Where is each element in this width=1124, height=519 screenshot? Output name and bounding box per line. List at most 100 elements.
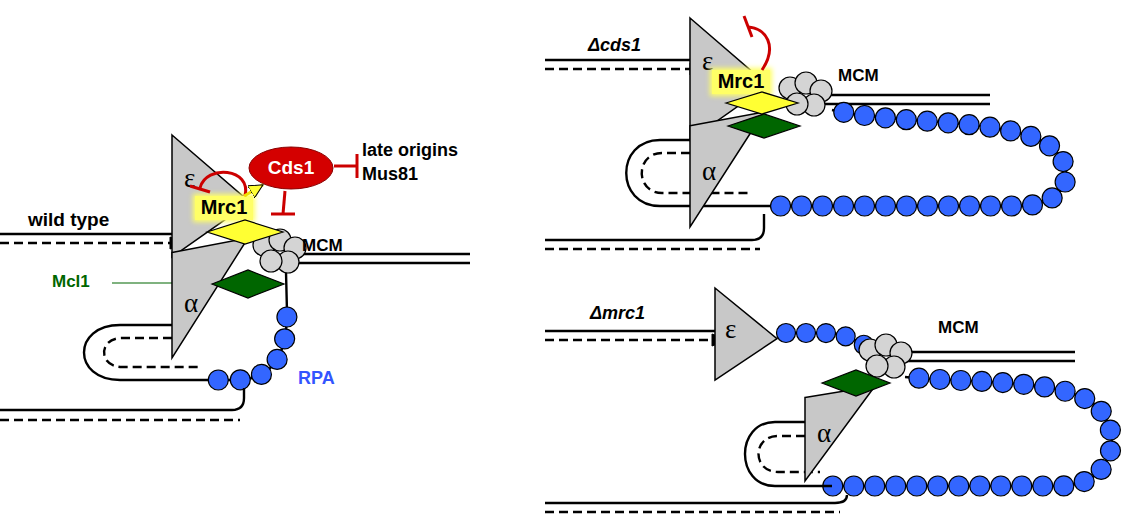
subunit-label: α: [702, 156, 716, 187]
rpa-bead: [816, 324, 835, 343]
triangle-outline: [690, 112, 764, 227]
rpa-bead: [813, 196, 833, 216]
rpa-bead: [930, 369, 950, 389]
rpa-bead: [844, 476, 864, 496]
mcm-ring: [883, 356, 905, 378]
rpa-bead: [855, 106, 875, 126]
mcm-ring: [277, 251, 299, 273]
rpa-bead: [792, 196, 812, 216]
triangle-outline: [805, 386, 875, 481]
rpa-bead: [896, 110, 916, 130]
parental-duplex: [905, 351, 1075, 353]
panel-title: wild type: [28, 209, 109, 231]
mcm-ring: [779, 77, 801, 99]
leading-template: [545, 59, 702, 61]
rpa-bead: [1100, 420, 1120, 440]
rpa-bead: [771, 196, 791, 216]
rpa-bead: [917, 111, 937, 131]
parental-duplex: [905, 360, 1075, 362]
protein-name: Cds1: [248, 157, 334, 179]
rpa-bead: [959, 115, 979, 135]
rpa-bead: [208, 370, 228, 390]
rpa-bead: [907, 476, 927, 496]
mcm-ring: [803, 94, 825, 116]
rpa-bead: [1074, 472, 1094, 492]
panel-title: Δcds1: [588, 35, 641, 56]
rpa-bead: [834, 196, 854, 216]
rpa-bead: [1022, 195, 1042, 215]
lagging-duplex: [545, 495, 847, 503]
rpa-bead: [886, 476, 906, 496]
rpa-bead: [267, 349, 287, 369]
inhibition-bar: [744, 16, 752, 37]
target-label: Mus81: [362, 164, 418, 185]
mcm-ring: [253, 234, 275, 256]
rpa-bead: [875, 108, 895, 128]
leading-strand: [545, 339, 712, 341]
protein-name: Mrc1: [712, 70, 770, 93]
rpa-bead: [251, 364, 271, 384]
rpa-bead: [855, 196, 875, 216]
rpa-bead: [777, 324, 796, 343]
rpa-bead: [960, 196, 980, 216]
rpa-strand: [832, 377, 1112, 486]
leading-template: [0, 233, 180, 235]
rpa-bead: [993, 373, 1013, 393]
inhibition-line: [283, 191, 285, 214]
lagging-duplex: [545, 248, 760, 250]
lagging-duplex: [0, 388, 244, 410]
rpa-bead: [876, 196, 896, 216]
rpa-bead: [949, 476, 969, 496]
triangle-outline: [715, 288, 777, 380]
rpa-bead: [1012, 476, 1032, 496]
panel-title: Δmrc1: [590, 303, 645, 324]
mcm-ring: [795, 72, 817, 94]
mcm-ring: [890, 342, 912, 364]
leading-template: [545, 330, 722, 332]
complex-label: MCM: [302, 236, 343, 256]
subunit-label: ε: [725, 314, 736, 345]
okazaki-fragment: [104, 338, 200, 367]
kinase-shape: [249, 147, 333, 189]
rpa-bead: [836, 327, 855, 346]
protein-name: Mcl1: [52, 272, 90, 292]
rpa-bead: [277, 307, 297, 327]
leading-strand: [545, 68, 690, 70]
rpa-bead: [1054, 476, 1074, 496]
rpa-bead: [991, 476, 1011, 496]
rpa-bead: [972, 371, 992, 391]
rpa-bead: [928, 476, 948, 496]
rpa-bead: [1091, 401, 1111, 421]
polymerase-triangle: ε: [715, 288, 777, 380]
rpa-bead: [1021, 126, 1041, 146]
rpa-bead: [865, 476, 885, 496]
complex-label: MCM: [938, 318, 979, 338]
mcm-ring: [786, 93, 808, 115]
polymerase-shape: [715, 288, 777, 380]
activation-arrow: [244, 185, 263, 196]
rpa-bead: [230, 370, 250, 390]
rpa-bead: [834, 102, 854, 122]
parental-duplex: [815, 94, 990, 96]
inhibition-arc: [748, 27, 769, 70]
mcm-ring: [810, 80, 832, 102]
rpa-bead: [1001, 121, 1021, 141]
lagging-duplex: [545, 214, 764, 240]
polymerase-shape: [690, 112, 764, 227]
mcm-ring: [866, 355, 888, 377]
polymerase-shape: [805, 386, 875, 481]
rpa-bead: [1053, 152, 1073, 172]
mcm-ring: [859, 339, 881, 361]
parental-duplex: [290, 262, 470, 264]
rpa-bead: [1091, 459, 1111, 479]
rpa-bead: [1035, 377, 1055, 397]
rpa-bead: [897, 196, 917, 216]
rpa-bead: [1042, 188, 1062, 208]
polymerase-triangle: α: [805, 386, 875, 481]
rpa-bead: [1075, 389, 1095, 409]
inhibition-line: [334, 165, 357, 168]
protein-label-box: Mrc1: [195, 196, 253, 220]
